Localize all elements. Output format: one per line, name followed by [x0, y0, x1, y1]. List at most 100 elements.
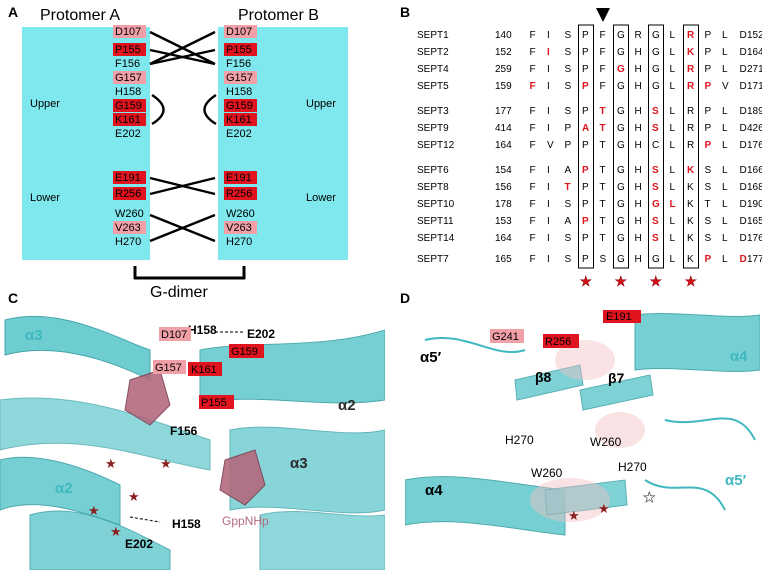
residue-letter: T: [600, 106, 606, 117]
residue-letter: K: [687, 182, 694, 193]
residue-letter: P: [565, 140, 572, 151]
residue-letter: T: [565, 182, 571, 193]
label-w260-right: W260: [590, 435, 622, 449]
label-a2-left: α2: [55, 480, 73, 497]
residue-letter: T: [600, 182, 606, 193]
row-name: SEPT11: [417, 216, 454, 227]
residue-letter: F: [530, 30, 536, 41]
residue-letter: I: [547, 81, 550, 92]
protomer-b-box-g159: [224, 99, 257, 112]
residue-letter: R: [687, 81, 695, 92]
protomer-a-residue-h158: H158: [115, 86, 141, 98]
star-d-1: ★: [568, 508, 580, 523]
gppnhp-ligand-bottom: [219, 449, 266, 506]
residue-letter: L: [670, 106, 676, 117]
residue-letter: D: [740, 199, 747, 210]
residue-letter: P: [582, 140, 589, 151]
residue-letter: R: [687, 123, 694, 134]
row-name: SEPT8: [417, 182, 449, 193]
residue-letter: R: [687, 106, 694, 117]
residue-letter: H: [635, 140, 642, 151]
alignment-box-col-3: [578, 24, 594, 269]
residue-letter: R: [687, 30, 695, 41]
protomer-b-residue-h270: H270: [226, 236, 252, 248]
row-end: 426: [747, 123, 762, 134]
protomer-b-box-e191: [224, 171, 257, 184]
residue-letter: H: [635, 233, 642, 244]
panel-a-letter: A: [8, 4, 19, 20]
residue-letter: L: [670, 254, 676, 265]
residue-letter: S: [565, 106, 572, 117]
protomer-b-residue-r256: R256: [226, 188, 252, 200]
row-start: 177: [495, 106, 512, 117]
residue-letter: L: [722, 165, 728, 176]
star-icon: ★: [580, 273, 593, 289]
protomer-a-box-k161: [113, 113, 146, 126]
row-start: 178: [495, 199, 512, 210]
residue-letter: F: [600, 81, 606, 92]
protomer-b-residue-g157: G157: [226, 72, 253, 84]
upper-label-left: Upper: [30, 98, 60, 110]
protomer-a-residue-e202: E202: [115, 128, 141, 140]
row-end: 168: [747, 182, 762, 193]
residue-letter: G: [652, 81, 660, 92]
residue-letter: L: [670, 182, 676, 193]
residue-letter: P: [582, 106, 589, 117]
alignment-box-col-5: [613, 24, 629, 269]
residue-letter: K: [687, 233, 694, 244]
residue-letter: I: [547, 47, 550, 58]
protomer-a-residue-v263: V263: [115, 222, 141, 234]
residue-letter: S: [652, 233, 659, 244]
residue-letter: L: [722, 123, 728, 134]
residue-letter: F: [530, 216, 536, 227]
label-a2-right: α2: [338, 397, 356, 414]
residue-letter: F: [530, 140, 536, 151]
helix-bottom-right: [259, 510, 385, 570]
label-a3-left: α3: [25, 327, 43, 344]
residue-letter: H: [635, 81, 642, 92]
label-h270-right: H270: [618, 460, 647, 474]
row-name: SEPT3: [417, 106, 449, 117]
residue-letter: P: [582, 47, 589, 58]
residue-letter: G: [617, 140, 625, 151]
label-b7: β7: [608, 370, 625, 386]
residue-letter: F: [600, 47, 606, 58]
residue-letter: L: [722, 140, 728, 151]
protomer-a-residue-k161: K161: [115, 114, 141, 126]
residue-letter: G: [652, 47, 660, 58]
star-c-2: ★: [160, 456, 172, 471]
residue-letter: H: [635, 123, 642, 134]
residue-letter: A: [565, 165, 572, 176]
star-c-5: ★: [110, 524, 122, 539]
protomer-b-residue-p155: P155: [226, 44, 252, 56]
residue-letter: P: [705, 254, 712, 265]
row-name: SEPT6: [417, 165, 449, 176]
residue-letter: D: [740, 81, 747, 92]
residue-letter: G: [617, 182, 625, 193]
label-g159: G159: [231, 346, 258, 358]
label-g157: G157: [155, 362, 182, 374]
label-d107: D107: [161, 329, 187, 341]
label-a5p-right: α5′: [725, 472, 747, 489]
protomer-a-box-g159: [113, 99, 146, 112]
residue-letter: D: [740, 123, 747, 134]
row-name: SEPT10: [417, 199, 455, 210]
row-start: 259: [495, 64, 512, 75]
row-start: 164: [495, 140, 512, 151]
label-gppnhp: GppNHp: [222, 514, 269, 528]
label-h158-bottom: H158: [172, 517, 201, 531]
label-w260-left: W260: [531, 466, 563, 480]
row-start: 164: [495, 233, 512, 244]
label-h270-left: H270: [505, 433, 534, 447]
residue-letter: L: [722, 106, 728, 117]
residue-letter: S: [705, 182, 712, 193]
row-name: SEPT4: [417, 64, 449, 75]
residue-letter: G: [617, 165, 625, 176]
row-name: SEPT12: [417, 140, 455, 151]
link-h270-w260: [149, 213, 216, 243]
helix-a3-right: [229, 426, 385, 514]
residue-letter: K: [687, 47, 695, 58]
residue-letter: F: [530, 199, 536, 210]
protomer-b-residues: D107P155F156G157H158G159K161E202E191R256…: [224, 25, 257, 248]
